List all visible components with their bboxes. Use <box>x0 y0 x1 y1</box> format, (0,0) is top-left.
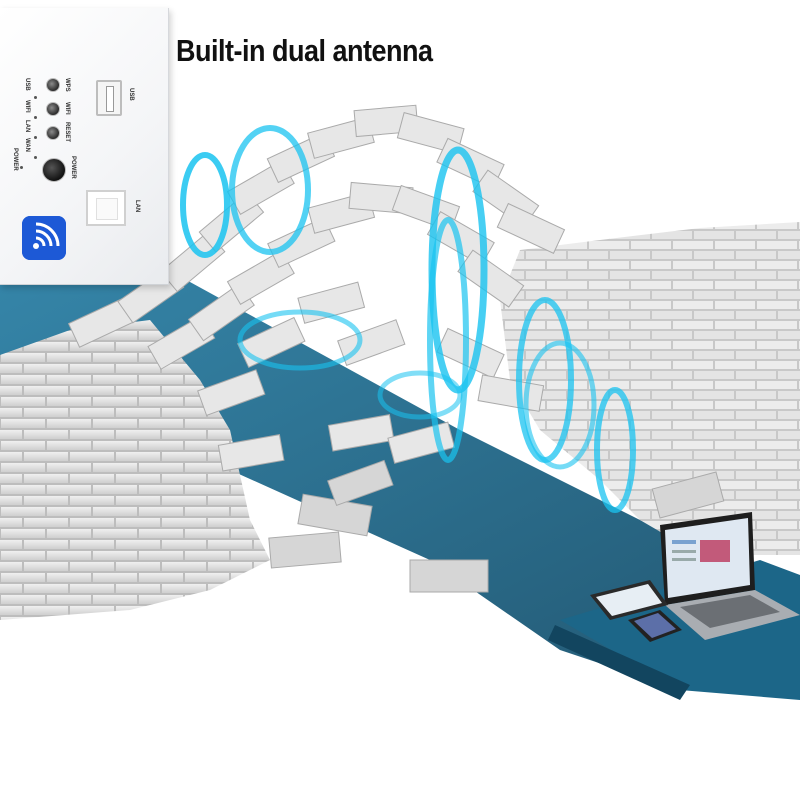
wps-label: WPS <box>64 78 70 92</box>
led-label-usb: USB <box>24 78 30 91</box>
router-wall-panel: USB WIFI LAN WAN POWER WPS WIFI RESET PO… <box>0 8 169 285</box>
power-label: POWER <box>70 156 76 179</box>
led-label-wifi: WIFI <box>24 100 30 113</box>
lan-port[interactable] <box>86 190 126 226</box>
laptop-icon <box>660 512 800 640</box>
smartphone-icon <box>628 610 682 642</box>
tablet-icon <box>590 580 668 620</box>
led-wifi-indicator <box>34 116 37 119</box>
led-lan-indicator <box>34 136 37 139</box>
flying-bricks <box>67 104 725 593</box>
led-label-wan: WAN <box>24 138 30 152</box>
headline: Built-in dual antenna <box>176 34 433 68</box>
led-label-lan: LAN <box>24 120 30 133</box>
wps-button[interactable] <box>46 78 60 92</box>
reset-button[interactable] <box>46 126 60 140</box>
led-label-power: POWER <box>12 148 18 171</box>
wifi-button[interactable] <box>46 102 60 116</box>
usb-port[interactable] <box>96 80 122 116</box>
reset-label: RESET <box>64 122 70 143</box>
brick-wall-right <box>500 222 800 555</box>
led-usb-indicator <box>34 96 37 99</box>
led-wan-indicator <box>34 156 37 159</box>
signal-rings <box>180 125 636 513</box>
usb-port-label: USB <box>128 88 134 101</box>
lan-port-label: LAN <box>134 200 140 213</box>
power-button[interactable] <box>42 158 66 182</box>
led-power-indicator <box>20 166 23 169</box>
wifi-button-label: WIFI <box>64 102 70 115</box>
wifi-icon <box>22 216 66 260</box>
